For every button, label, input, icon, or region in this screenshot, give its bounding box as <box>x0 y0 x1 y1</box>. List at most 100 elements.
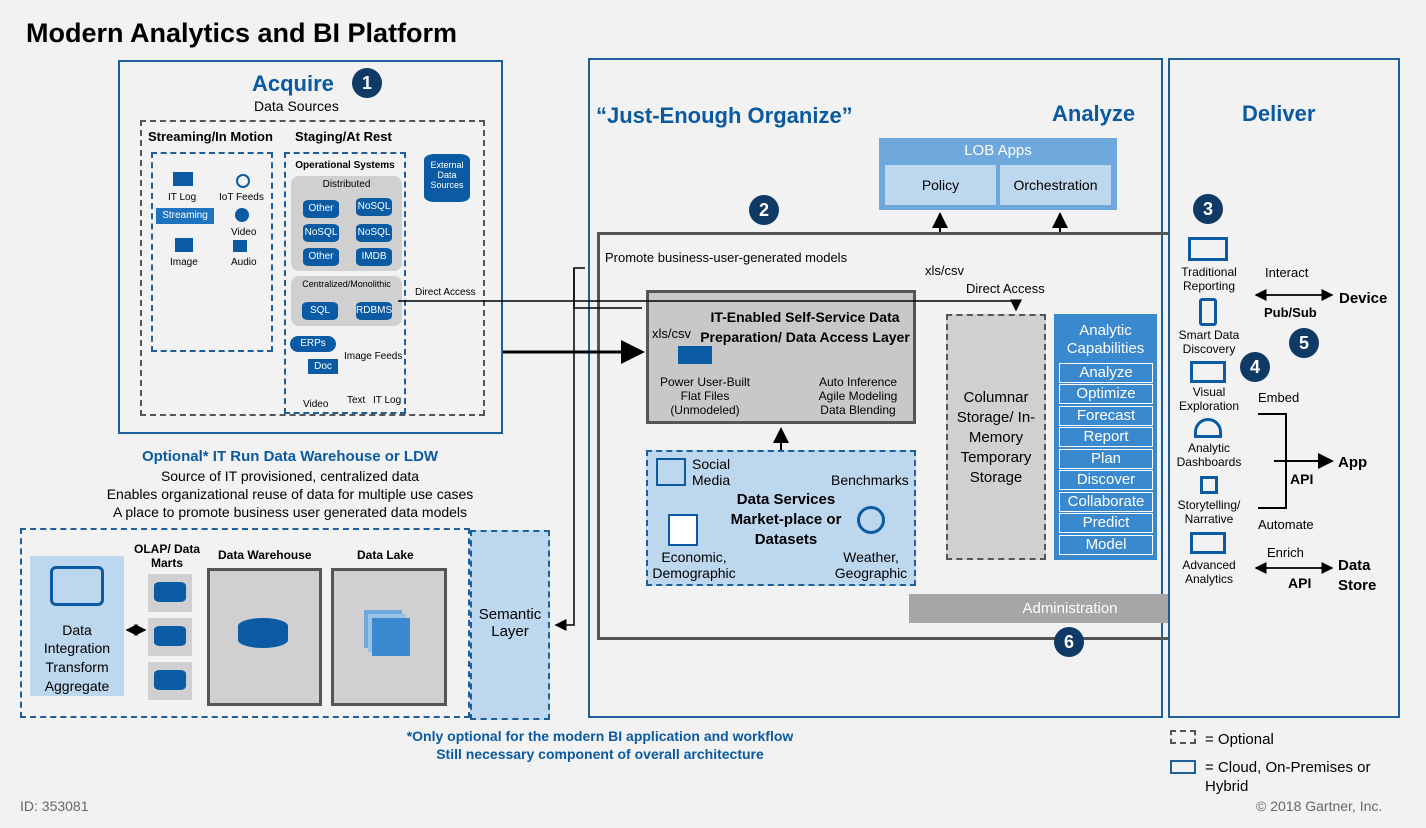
social-label: Social Media <box>692 456 731 488</box>
deliver-heading: Deliver <box>1242 101 1316 126</box>
storytelling-icon <box>1200 476 1218 494</box>
video-icon <box>235 208 249 222</box>
cap-optimize: Optimize <box>1059 384 1153 404</box>
selfservice-title: IT-Enabled Self-Service Data Preparation… <box>700 309 910 345</box>
data-sources-label: Data Sources <box>254 98 339 114</box>
device-label: Device <box>1339 290 1388 307</box>
iot-feeds-label: IoT Feeds <box>219 192 264 203</box>
staging-box <box>284 152 406 414</box>
integration-line-4: Aggregate <box>44 678 110 694</box>
olap-label: OLAP/ Data Marts <box>133 542 200 570</box>
weather-icon <box>857 506 885 534</box>
dist-cyl-5: Other <box>303 248 339 266</box>
step-1-badge: 1 <box>352 68 382 98</box>
selfservice-xls: xls/csv <box>652 326 691 341</box>
step-5-badge: 5 <box>1289 328 1319 358</box>
integration-icon <box>50 566 104 606</box>
embed-label: Embed <box>1258 390 1300 405</box>
econ-icon <box>668 514 698 546</box>
data-sources-box <box>140 120 485 416</box>
external-data-sources: External Data Sources <box>424 154 470 202</box>
audio-icon <box>233 240 247 252</box>
lob-apps-label: LOB Apps <box>964 142 1032 159</box>
columnar-box <box>946 314 1046 560</box>
image-label: Image <box>170 257 198 268</box>
optional-heading: Optional* IT Run Data Warehouse or LDW <box>141 448 439 465</box>
ops-title: Operational Systems <box>295 160 395 171</box>
integration-line-3: Transform <box>45 659 109 675</box>
econ-label: Economic, Demographic <box>652 549 736 581</box>
distributed-label: Distributed <box>322 179 371 190</box>
smart-discovery-icon <box>1199 298 1217 326</box>
legend-dashed-swatch <box>1170 730 1196 744</box>
promote-to-semantic <box>554 268 575 631</box>
dist-cyl-1: Other <box>303 200 339 218</box>
direct-access-right: Direct Access <box>966 281 1045 296</box>
selfservice-right: Auto Inference Agile Modeling Data Blend… <box>818 375 898 417</box>
page-title: Modern Analytics and BI Platform <box>26 18 458 48</box>
integration-box <box>30 556 124 696</box>
doc-id: ID: 353081 <box>20 798 89 814</box>
itlog2-label: IT Log <box>373 395 402 406</box>
integration-line-1: Data <box>62 622 92 638</box>
integration-line-2: Integration <box>43 640 111 656</box>
audio-label: Audio <box>231 257 257 268</box>
xls-top-label: xls/csv <box>925 263 964 278</box>
dw-cylinder <box>238 618 288 648</box>
lake-icon <box>372 618 410 656</box>
copyright: © 2018 Gartner, Inc. <box>1256 798 1383 814</box>
olap-cyl-1 <box>154 582 186 602</box>
legend-cloud: = Cloud, On-Premises or Hybrid <box>1205 759 1371 795</box>
acquire-heading: Acquire <box>252 71 334 96</box>
deliver-item-5: Storytelling/ Narrative <box>1177 498 1241 526</box>
advanced-analytics-icon <box>1190 532 1226 554</box>
datastore-label: Data Store <box>1338 557 1377 594</box>
organize-heading: “Just-Enough Organize” <box>596 103 853 128</box>
dw-box <box>207 568 322 706</box>
streaming-title: Streaming/In Motion <box>148 129 273 144</box>
central-label: Centralized/Monolithic <box>302 279 391 289</box>
dataservices-title: Data Services Market-place or Datasets <box>730 491 842 548</box>
legend-solid-swatch <box>1170 760 1196 774</box>
optional-line-1: Source of IT provisioned, centralized da… <box>160 468 420 484</box>
deliver-item-2: Smart Data Discovery <box>1178 328 1240 356</box>
lake-label: Data Lake <box>357 548 414 562</box>
central-cyl-rdbms: RDBMS <box>356 302 392 320</box>
cap-plan: Plan <box>1059 449 1153 469</box>
promote-label: Promote business-user-generated models <box>605 250 848 265</box>
visual-exploration-icon <box>1190 361 1226 383</box>
dist-cyl-2: NoSQL <box>356 198 392 216</box>
reporting-icon <box>1188 237 1228 261</box>
cap-predict: Predict <box>1059 513 1153 533</box>
dashboard-icon <box>1194 418 1222 438</box>
step-3-badge: 3 <box>1193 194 1223 224</box>
weather-label: Weather, Geographic <box>834 549 908 581</box>
erps-tag: ERPs <box>290 336 336 352</box>
deliver-item-1: Traditional Reporting <box>1181 265 1237 293</box>
deliver-item-6: Advanced Analytics <box>1182 558 1236 586</box>
cap-forecast: Forecast <box>1059 406 1153 426</box>
api2-label: API <box>1288 575 1312 591</box>
cap-discover: Discover <box>1059 470 1153 490</box>
warehouse-box <box>20 528 470 718</box>
dist-cyl-4: NoSQL <box>356 224 392 242</box>
video2-label: Video <box>303 399 329 410</box>
optional-line-3: A place to promote business user generat… <box>112 504 468 520</box>
optional-line-2: Enables organizational reuse of data for… <box>106 486 474 502</box>
pubsub-label: Pub/Sub <box>1264 305 1317 320</box>
itlog-icon <box>173 172 193 186</box>
dw-label: Data Warehouse <box>218 548 312 562</box>
streaming-box <box>151 152 273 352</box>
central-cyl-sql: SQL <box>302 302 338 320</box>
text-label: Text <box>347 395 366 406</box>
columnar-label: Columnar Storage/ In-Memory Temporary St… <box>956 389 1036 486</box>
selfservice-left: Power User-Built Flat Files (Unmodeled) <box>659 375 751 417</box>
itlog-label: IT Log <box>168 192 197 203</box>
step-4-badge: 4 <box>1240 352 1270 382</box>
image-feeds-label: Image Feeds <box>344 351 403 362</box>
benchmarks-label: Benchmarks <box>831 472 909 488</box>
legend-optional: = Optional <box>1205 731 1274 748</box>
orchestration-box: Orchestration <box>1000 165 1111 205</box>
step-6-badge: 6 <box>1054 627 1084 657</box>
iot-icon <box>236 174 250 188</box>
